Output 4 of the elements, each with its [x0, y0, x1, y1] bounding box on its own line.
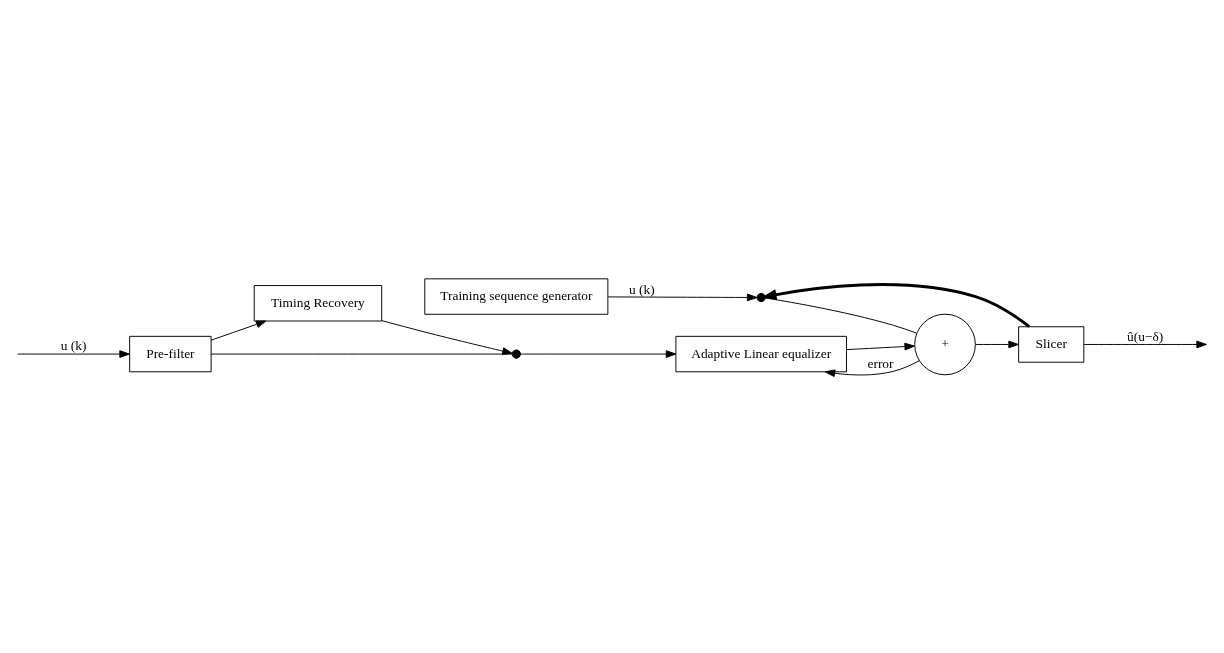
edge-label: u (k) — [60, 337, 87, 353]
edge-label: u (k) — [629, 281, 655, 297]
edge-label: û(u−δ) — [1127, 328, 1164, 344]
edge-label: error — [867, 355, 894, 371]
